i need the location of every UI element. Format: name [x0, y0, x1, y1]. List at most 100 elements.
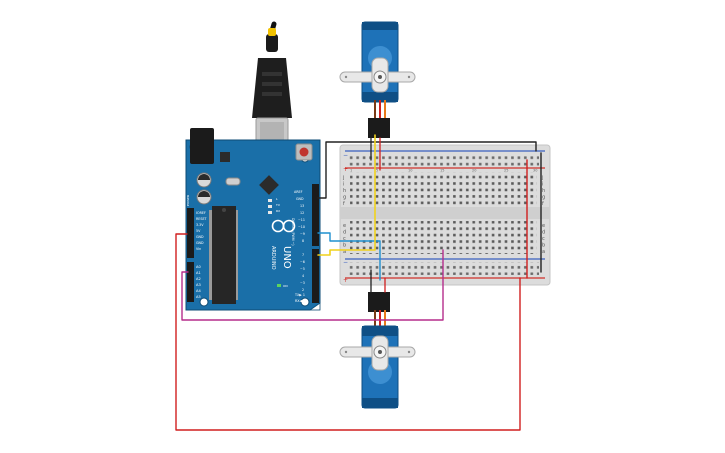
servo-bottom	[339, 292, 416, 409]
power-pin-label: 3.3V	[196, 223, 204, 227]
rx-pin-label: RX◀ 0	[295, 299, 305, 303]
analog-pin-label: A0	[196, 265, 201, 269]
column-number: 15	[440, 169, 444, 173]
column-number: 20	[472, 169, 476, 173]
rail-minus-label: −	[343, 259, 348, 266]
breadboard-terminal-bottom	[350, 221, 537, 254]
power-header: IOREF RESET 3.3V 5V GND GND Vin POWER	[186, 195, 208, 258]
on-led	[277, 284, 281, 287]
analog-pin-label: A1	[196, 271, 201, 275]
column-number: 10	[408, 169, 412, 173]
row-letter: a	[343, 249, 346, 255]
breadboard-row-letters-left: j i h g f e d c b a	[342, 175, 346, 255]
row-letter: h	[343, 188, 346, 194]
arduino-uno-board: ARDUINO UNO L TX RX ON IOREF RESET 3.3V …	[185, 21, 321, 311]
reset-button[interactable]	[295, 143, 313, 161]
wires	[175, 134, 542, 431]
row-letter: b	[343, 243, 346, 249]
arduino-brand-text: ARDUINO	[270, 246, 276, 270]
digital-pin-label: ~5	[300, 267, 305, 271]
column-number: 1	[350, 169, 352, 173]
power-pin-label: GND	[196, 235, 204, 239]
analog-header: A0 A1 A2 A3 A4 A5	[187, 262, 201, 302]
digital-pin-label: ~3	[300, 281, 305, 285]
power-header-label: POWER	[186, 195, 190, 206]
column-number: 25	[504, 169, 508, 173]
breadboard-channel	[340, 207, 550, 219]
breadboard-rail-signs: − + − +	[343, 152, 348, 284]
power-jack	[190, 128, 214, 164]
breadboard-terminal-top	[350, 172, 537, 205]
arduino-logo: ARDUINO UNO	[270, 219, 296, 270]
power-pin-label: 5V	[196, 229, 201, 233]
row-letter: c	[343, 236, 346, 242]
rail-plus-label: +	[343, 277, 348, 284]
row-letter: f	[343, 201, 345, 207]
digital-pin-label: ~11	[298, 218, 305, 222]
power-pin-label: RESET	[196, 217, 208, 221]
power-pin-label: Vin	[196, 247, 201, 251]
digital-pin-label: 12	[300, 211, 304, 215]
wire-5v[interactable]	[175, 233, 521, 431]
power-pin-label: GND	[196, 241, 204, 245]
digital-pin-label: ~9	[300, 232, 305, 236]
row-letter: i	[542, 182, 543, 188]
row-letter: f	[542, 201, 544, 207]
analog-pin-label: A4	[196, 289, 201, 293]
breadboard-row-letters-right: j i h g f e d c b a	[541, 175, 545, 255]
tx-pin-label: TX▶ 1	[294, 293, 305, 297]
digital-pin-label: 13	[300, 204, 304, 208]
servo-horn	[339, 335, 416, 371]
column-number: 30	[533, 169, 537, 173]
row-letter: j	[541, 175, 543, 181]
tx-led-label: TX	[275, 203, 280, 207]
column-number: 5	[376, 169, 378, 173]
digital-pin-label: ~6	[300, 260, 305, 264]
rail-plus-label: +	[343, 166, 348, 173]
analog-pin-label: A2	[196, 277, 201, 281]
board-leds: L TX RX ON	[268, 197, 288, 288]
breadboard: j i h g f e d c b a j i h g f e d c b a …	[339, 144, 551, 286]
servo-horn	[339, 57, 416, 93]
servo-bottom-connector	[368, 292, 390, 312]
row-letter: j	[342, 175, 344, 181]
digital-header: AREF GND 13 12 ~11 ~10 ~9 8 7 ~6 ~5 4 ~3…	[291, 184, 319, 303]
servo-top-connector	[368, 118, 390, 138]
row-letter: b	[542, 243, 545, 249]
wire-gnd[interactable]	[317, 141, 537, 199]
row-letter: a	[542, 249, 545, 255]
rx-led-label: RX	[276, 209, 280, 213]
analog-pin-label: A3	[196, 283, 201, 287]
row-letter: e	[542, 223, 545, 229]
breadboard-column-numbers: 1 5 10 15 20 25 30	[350, 169, 537, 173]
wire-signal-blue[interactable]	[317, 232, 381, 281]
row-letter: d	[542, 230, 545, 236]
arduino-model-text: UNO	[281, 246, 292, 269]
l-led-label: L	[276, 197, 278, 201]
wire-signal-yellow[interactable]	[317, 134, 376, 256]
row-letter: h	[542, 188, 545, 194]
servo-top	[339, 21, 416, 138]
power-pin-label: IOREF	[196, 211, 206, 215]
row-letter: e	[343, 223, 346, 229]
atmega-chip	[209, 206, 238, 304]
analog-pin-label: A5	[196, 295, 201, 299]
digital-pin-label: 4	[302, 274, 304, 278]
wire-analog[interactable]	[181, 249, 444, 321]
aref-label: AREF	[294, 190, 303, 194]
row-letter: i	[343, 182, 344, 188]
on-led-label: ON	[283, 284, 288, 288]
digital-pin-label: 2	[302, 288, 304, 292]
row-letter: d	[343, 230, 346, 236]
gnd-label: GND	[296, 197, 304, 201]
digital-pin-label: 8	[302, 239, 304, 243]
digital-header-label: DIGITAL (PWM ~)	[291, 218, 295, 245]
digital-pin-label: 7	[302, 253, 304, 257]
breadboard-top-rail	[345, 150, 545, 169]
digital-pin-label: ~10	[298, 225, 305, 229]
rail-minus-label: −	[343, 152, 348, 159]
row-letter: c	[542, 236, 545, 242]
row-letter: g	[343, 195, 346, 201]
capacitors	[196, 172, 212, 205]
